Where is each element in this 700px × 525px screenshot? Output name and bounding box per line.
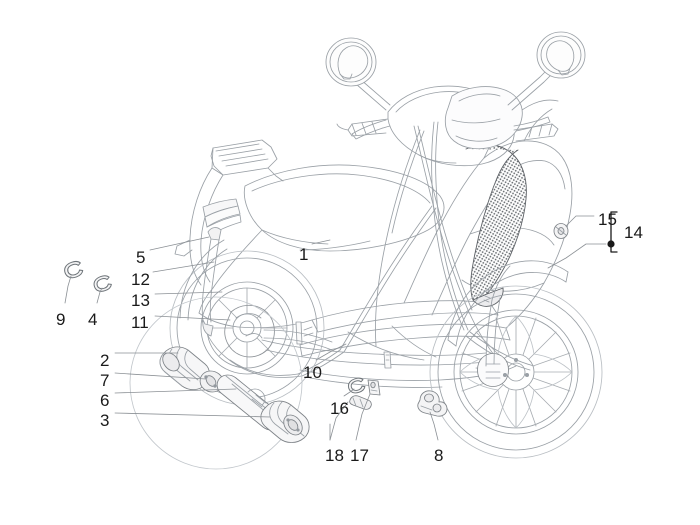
callout-14: 14: [624, 223, 643, 242]
front-wheel: [429, 260, 603, 459]
handlebar-assembly: [325, 31, 586, 331]
callout-5: 5: [136, 248, 146, 267]
leader-lines: [64, 215, 607, 441]
magnified-assembly-circle: [129, 296, 303, 470]
callout-9: 9: [56, 310, 66, 329]
pin-part-18: [349, 395, 372, 410]
callout-4: 4: [88, 310, 98, 329]
rear-bodywork: [174, 139, 445, 329]
callout-3: 3: [100, 411, 110, 430]
callout-13: 13: [131, 291, 150, 310]
exploded-damper-assembly: [159, 346, 310, 443]
callout-16: 16: [330, 399, 349, 418]
small-parts: [61, 223, 615, 417]
grommet-part-15: [553, 223, 569, 239]
callout-15: 15: [598, 210, 617, 229]
group-bracket-14: [610, 211, 618, 253]
control-cables: [201, 125, 535, 378]
callout-17: 17: [350, 446, 369, 465]
c-clip-part-4: [91, 273, 114, 295]
callout-6: 6: [100, 391, 110, 410]
callout-2: 2: [100, 351, 110, 370]
cable-clamp-part-8: [417, 390, 448, 417]
callout-12: 12: [131, 270, 150, 289]
c-clip-part-9: [61, 258, 85, 281]
bracket-part-17: [367, 379, 381, 396]
callout-18: 18: [325, 446, 344, 465]
rear-wheel: [169, 227, 333, 406]
frame-and-floorboard: [261, 300, 517, 388]
callout-8: 8: [434, 446, 444, 465]
callout-7: 7: [100, 371, 110, 390]
callout-10: 10: [303, 363, 322, 382]
callout-1: 1: [299, 245, 309, 264]
callout-11: 11: [131, 313, 149, 332]
